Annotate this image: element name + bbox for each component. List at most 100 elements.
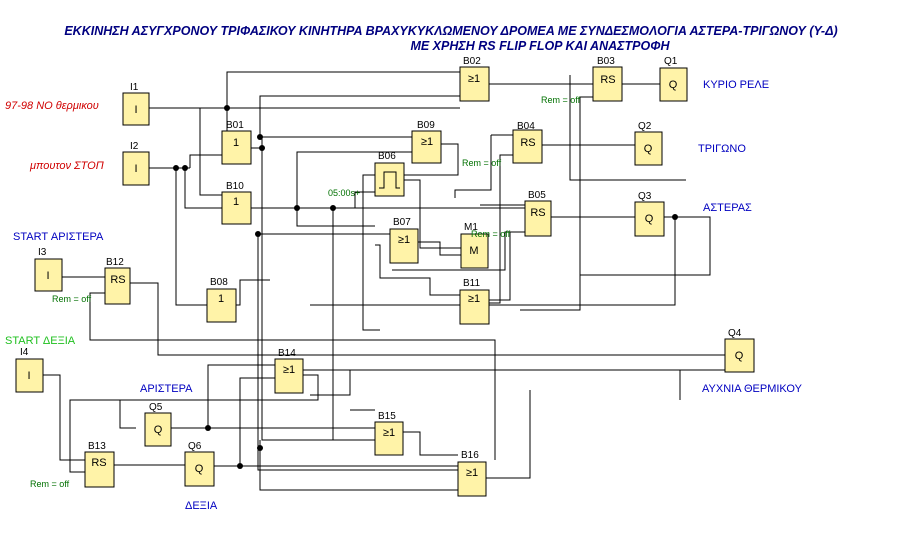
block-B15[interactable]: B15 ≥1 [374, 411, 404, 456]
block-I3[interactable]: I3 I [34, 247, 63, 292]
block-M1[interactable]: M1 M [460, 222, 489, 269]
block-B07[interactable]: B07 ≥1 [389, 217, 419, 264]
block-symbol: I [27, 370, 30, 382]
block-Q6[interactable]: Q6 Q [184, 441, 215, 487]
block-symbol: M [469, 245, 478, 257]
block-name: B16 [461, 450, 479, 461]
block-symbol: Q [644, 143, 653, 155]
block-B06[interactable]: B06 [374, 151, 405, 197]
block-name: Q4 [728, 328, 742, 339]
block-B13[interactable]: B13 RS [84, 441, 115, 488]
output-block [144, 412, 172, 447]
input-block [34, 258, 63, 292]
rs-block [84, 451, 115, 488]
block-name: M1 [464, 222, 478, 233]
block-name: I4 [20, 347, 29, 358]
output-block [184, 451, 215, 487]
block-name: Q3 [638, 191, 652, 202]
or-block [274, 358, 304, 394]
block-I2[interactable]: I2 I [122, 141, 150, 186]
marker-block [460, 233, 489, 269]
rem-off-b05: Rem = off [471, 229, 511, 239]
block-symbol: I [134, 104, 137, 116]
block-symbol: 1 [233, 137, 239, 149]
block-B05[interactable]: B05 RS [524, 190, 552, 237]
block-symbol: RS [91, 457, 106, 469]
block-name: B01 [226, 120, 244, 131]
block-symbol: RS [600, 74, 615, 86]
title-line-1: ΕΚΚΙΝΗΣΗ ΑΣΥΓΧΡΟΝΟΥ ΤΡΙΦΑΣΙΚΟΥ ΚΙΝΗΤΗΡΑ … [64, 24, 837, 38]
rs-block [592, 66, 623, 102]
block-symbol: Q [154, 424, 163, 436]
block-B03[interactable]: B03 RS [592, 56, 623, 102]
output-block [634, 131, 663, 166]
output-block [634, 201, 665, 237]
block-B12[interactable]: B12 RS [104, 257, 131, 305]
block-symbol: RS [530, 207, 545, 219]
block-B02[interactable]: B02 ≥1 [459, 56, 490, 102]
block-Q2[interactable]: Q2 Q [634, 121, 663, 166]
block-Q5[interactable]: Q5 Q [144, 402, 172, 447]
block-B10[interactable]: B10 1 [221, 181, 252, 225]
block-symbol: ≥1 [468, 73, 480, 85]
block-name: I3 [38, 247, 47, 258]
or-block [457, 461, 487, 497]
label-star: ΑΣΤΕΡΑΣ [703, 202, 752, 214]
block-symbol: ≥1 [466, 467, 478, 479]
pulse-icon [379, 171, 400, 189]
block-B01[interactable]: B01 1 [221, 120, 252, 165]
block-name: B02 [463, 56, 481, 67]
block-I4[interactable]: I4 I [15, 347, 44, 393]
block-symbol: Q [735, 350, 744, 362]
label-start-right: START ΔΕΞΙΑ [5, 335, 76, 347]
block-B09[interactable]: B09 ≥1 [411, 120, 442, 164]
block-name: B11 [463, 278, 480, 289]
block-name: B06 [378, 151, 396, 162]
block-name: I1 [130, 82, 139, 93]
block-B14[interactable]: B14 ≥1 [274, 348, 304, 394]
block-name: B12 [106, 257, 124, 268]
block-symbol: RS [520, 137, 535, 149]
block-Q3[interactable]: Q3 Q [634, 191, 665, 237]
block-I1[interactable]: I1 I [122, 82, 150, 126]
block-symbol: ≥1 [468, 293, 480, 305]
block-symbol: Q [645, 213, 654, 225]
label-left: ΑΡΙΣΤΕΡΑ [140, 383, 193, 395]
block-name: B07 [393, 217, 411, 228]
block-Q1[interactable]: Q1 Q [659, 56, 688, 102]
or-block [411, 130, 442, 164]
block-name: B04 [517, 121, 535, 132]
block-name: Q1 [664, 56, 678, 67]
or-block [374, 421, 404, 456]
or-block [459, 66, 490, 102]
rem-off-b04: Rem = off [462, 158, 502, 168]
label-thermal: 97-98 NO θερμικου [5, 100, 99, 112]
block-symbol: RS [110, 274, 125, 286]
block-name: B15 [378, 411, 396, 422]
rs-block [512, 129, 543, 164]
block-symbol: Q [195, 463, 204, 475]
not-block [206, 288, 237, 323]
block-B11[interactable]: B11 ≥1 [459, 278, 490, 325]
block-name: B14 [278, 348, 296, 359]
or-block [389, 228, 419, 264]
block-B16[interactable]: B16 ≥1 [457, 450, 487, 497]
output-block [659, 67, 688, 102]
label-main-relay: ΚΥΡΙΟ ΡΕΛΕ [703, 79, 769, 91]
block-B04[interactable]: B04 RS [512, 121, 543, 164]
block-symbol: 1 [233, 196, 239, 208]
label-thermal-lamp: ΑΥΧΝΙΑ ΘΕΡΜΙΚΟΥ [702, 383, 803, 395]
input-block [122, 151, 150, 186]
rem-off-b12: Rem = off [52, 294, 92, 304]
block-symbol: I [46, 270, 49, 282]
input-block [15, 358, 44, 393]
or-block [459, 289, 490, 325]
block-name: Q6 [188, 441, 202, 452]
block-Q4[interactable]: Q4 Q [724, 328, 755, 373]
block-name: B03 [597, 56, 615, 67]
output-block [724, 338, 755, 373]
block-name: B13 [88, 441, 106, 452]
block-name: Q2 [638, 121, 652, 132]
block-B08[interactable]: B08 1 [206, 277, 237, 323]
